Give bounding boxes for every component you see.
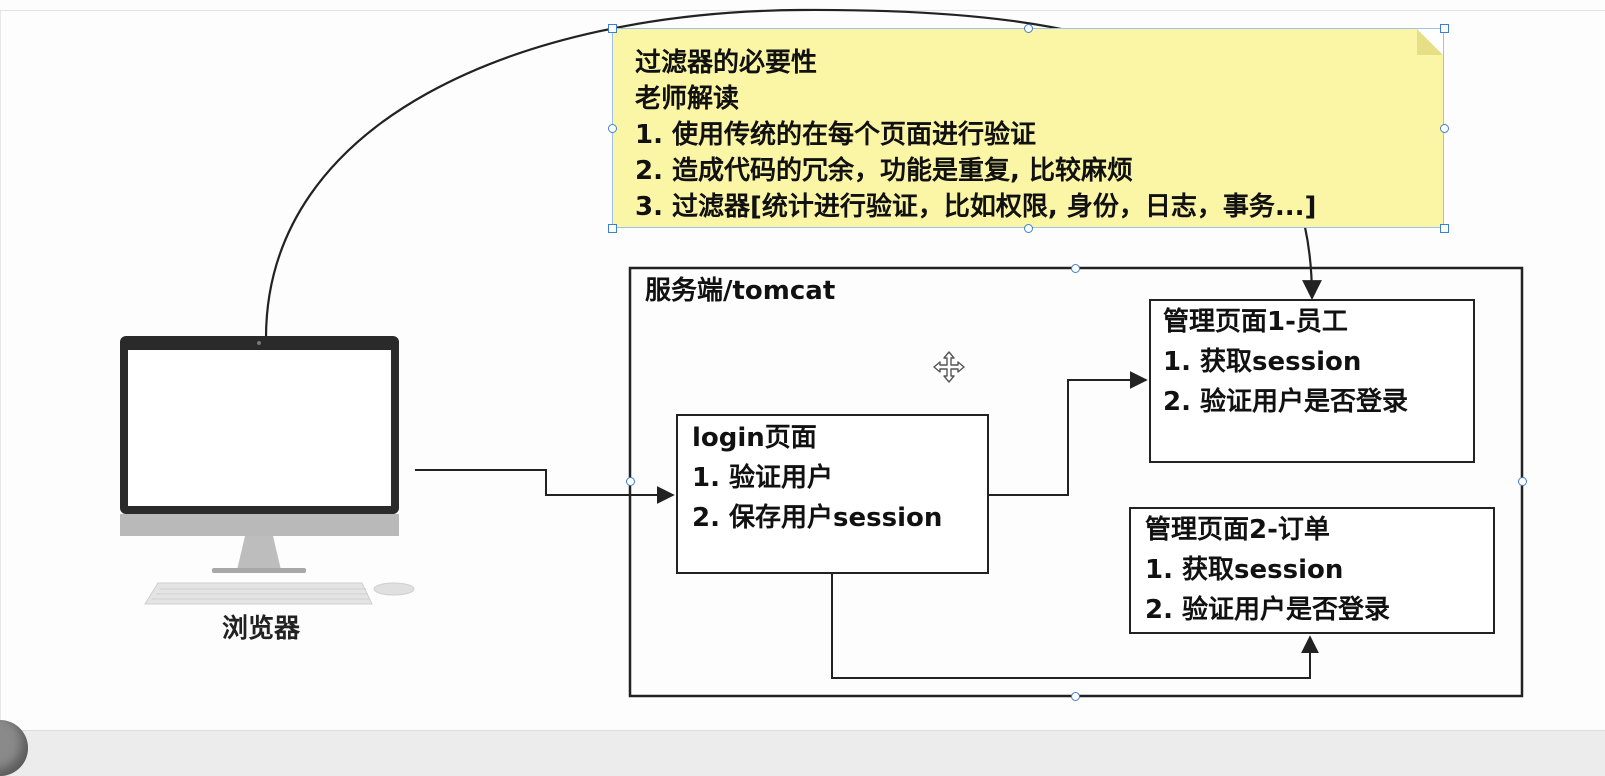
note-line-1: 1. 使用传统的在每个页面进行验证: [635, 120, 1037, 150]
note-resize-handle-ne[interactable]: [1440, 24, 1449, 33]
note-resize-handle-s[interactable]: [1024, 224, 1033, 233]
note-resize-handle-w[interactable]: [608, 124, 617, 133]
note-resize-handle-nw[interactable]: [608, 24, 617, 33]
server-connector-bottom[interactable]: [1071, 692, 1080, 701]
admin1-box-title: 管理页面1-员工: [1163, 307, 1348, 337]
admin1-box-line-1: 1. 获取session: [1163, 347, 1362, 377]
sticky-note[interactable]: 过滤器的必要性 老师解读 1. 使用传统的在每个页面进行验证 2. 造成代码的冗…: [612, 28, 1444, 228]
login-box-title: login页面: [692, 423, 817, 453]
admin2-box-text: 管理页面2-订单 1. 获取session 2. 验证用户是否登录: [1145, 510, 1390, 630]
desktop-computer-icon: [120, 336, 415, 605]
admin2-box-title: 管理页面2-订单: [1145, 515, 1330, 545]
server-title: 服务端/tomcat: [645, 276, 836, 306]
note-subtitle: 老师解读: [635, 84, 740, 114]
login-page-box[interactable]: [676, 414, 989, 574]
admin1-box-text: 管理页面1-员工 1. 获取session 2. 验证用户是否登录: [1163, 302, 1408, 422]
admin2-box-line-2: 2. 验证用户是否登录: [1145, 595, 1391, 625]
admin1-box-line-2: 2. 验证用户是否登录: [1163, 387, 1409, 417]
server-connector-top[interactable]: [1071, 264, 1080, 273]
left-divider: [0, 10, 1, 730]
note-content: 过滤器的必要性 老师解读 1. 使用传统的在每个页面进行验证 2. 造成代码的冗…: [635, 45, 1316, 225]
note-resize-handle-se[interactable]: [1440, 224, 1449, 233]
server-connector-left[interactable]: [626, 477, 635, 486]
move-cursor-icon: [933, 351, 965, 383]
note-title: 过滤器的必要性: [635, 48, 818, 78]
login-box-line-1: 1. 验证用户: [692, 463, 834, 493]
browser-to-login-arrow[interactable]: [415, 469, 675, 504]
login-box-line-2: 2. 保存用户session: [692, 503, 943, 533]
admin-page-1-box[interactable]: [1149, 299, 1475, 463]
admin-page-2-box[interactable]: [1129, 507, 1495, 634]
login-to-admin1-arrow[interactable]: [988, 371, 1148, 496]
login-to-admin2-arrow[interactable]: [831, 573, 1319, 679]
note-resize-handle-n[interactable]: [1024, 24, 1033, 33]
login-box-text: login页面 1. 验证用户 2. 保存用户session: [692, 418, 942, 538]
note-fold-corner: [1417, 29, 1443, 55]
bottom-toolbar: [0, 730, 1605, 776]
server-connector-right[interactable]: [1518, 477, 1527, 486]
note-resize-handle-sw[interactable]: [608, 224, 617, 233]
admin2-box-line-1: 1. 获取session: [1145, 555, 1344, 585]
note-line-2: 2. 造成代码的冗余，功能是重复, 比较麻烦: [635, 156, 1133, 186]
browser-label: 浏览器: [222, 614, 301, 644]
note-resize-handle-e[interactable]: [1440, 124, 1449, 133]
note-line-3: 3. 过滤器[统计进行验证，比如权限, 身份，日志，事务...]: [635, 192, 1317, 222]
